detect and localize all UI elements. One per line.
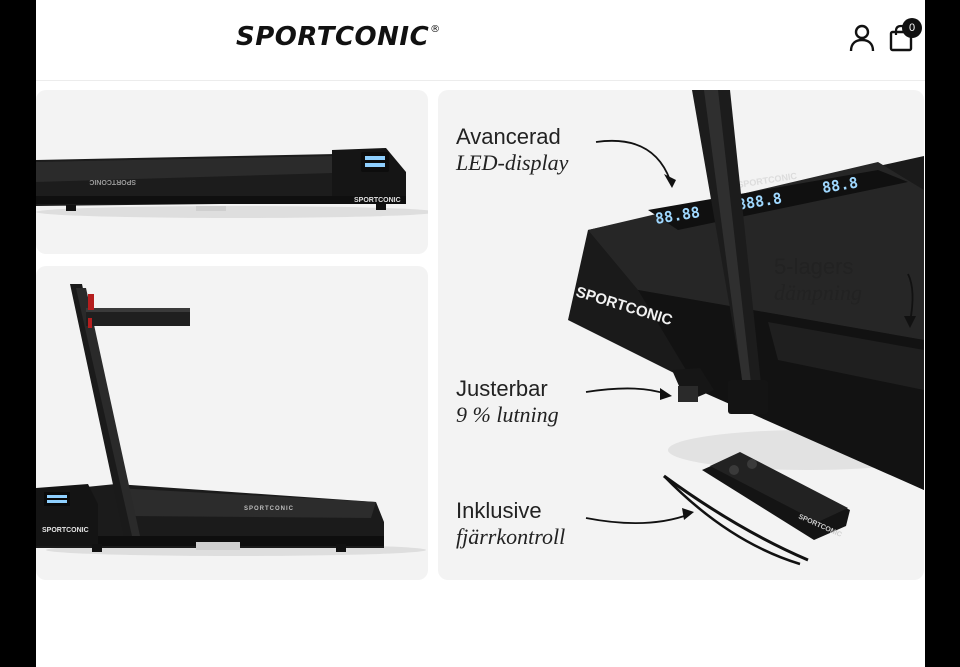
deck-brand-print: SPORTCONIC (89, 178, 136, 185)
treadmill-flat-illustration: SPORTCONIC SPORTCONIC (36, 148, 428, 218)
arrow-incline (585, 387, 667, 395)
deck-brand-print: SPORTCONIC (244, 506, 294, 512)
callout-damping: 5-lagers dämpning (774, 254, 862, 305)
gallery-image-treadmill-flat[interactable]: SPORTCONIC SPORTCONIC (36, 90, 428, 254)
brand-logo[interactable]: SPORTCONIC® (236, 22, 441, 52)
svg-text:88.8: 88.8 (821, 174, 859, 197)
arrow-remote (585, 513, 691, 525)
arrow-led-display (595, 140, 671, 181)
callout-remote: Inklusive fjärrkontroll (456, 498, 566, 549)
site-header: SPORTCONIC® 0 (36, 0, 925, 81)
callout-incline: Justerbar 9 % lutning (456, 376, 559, 427)
gallery-image-feature-callouts[interactable]: 88.88 888.8 88.8 SPORTCONIC SPORTCONIC S… (438, 90, 924, 580)
gallery-image-treadmill-upright[interactable]: SPORTCONIC SPORTCONIC (36, 266, 428, 580)
treadmill-upright-illustration: SPORTCONIC SPORTCONIC (36, 284, 426, 556)
side-brand-print: SPORTCONIC (42, 527, 89, 534)
product-page: SPORTCONIC® 0 SPORTCONIC SPORTCONIC (36, 0, 925, 667)
front-brand-print: SPORTCONIC (354, 197, 401, 204)
user-icon[interactable] (849, 24, 875, 52)
callout-led-display: Avancerad LED-display (456, 124, 569, 175)
treadmill-closeup-illustration: 88.88 888.8 88.8 SPORTCONIC SPORTCONIC S… (568, 90, 924, 566)
cart-count-badge: 0 (902, 18, 922, 38)
